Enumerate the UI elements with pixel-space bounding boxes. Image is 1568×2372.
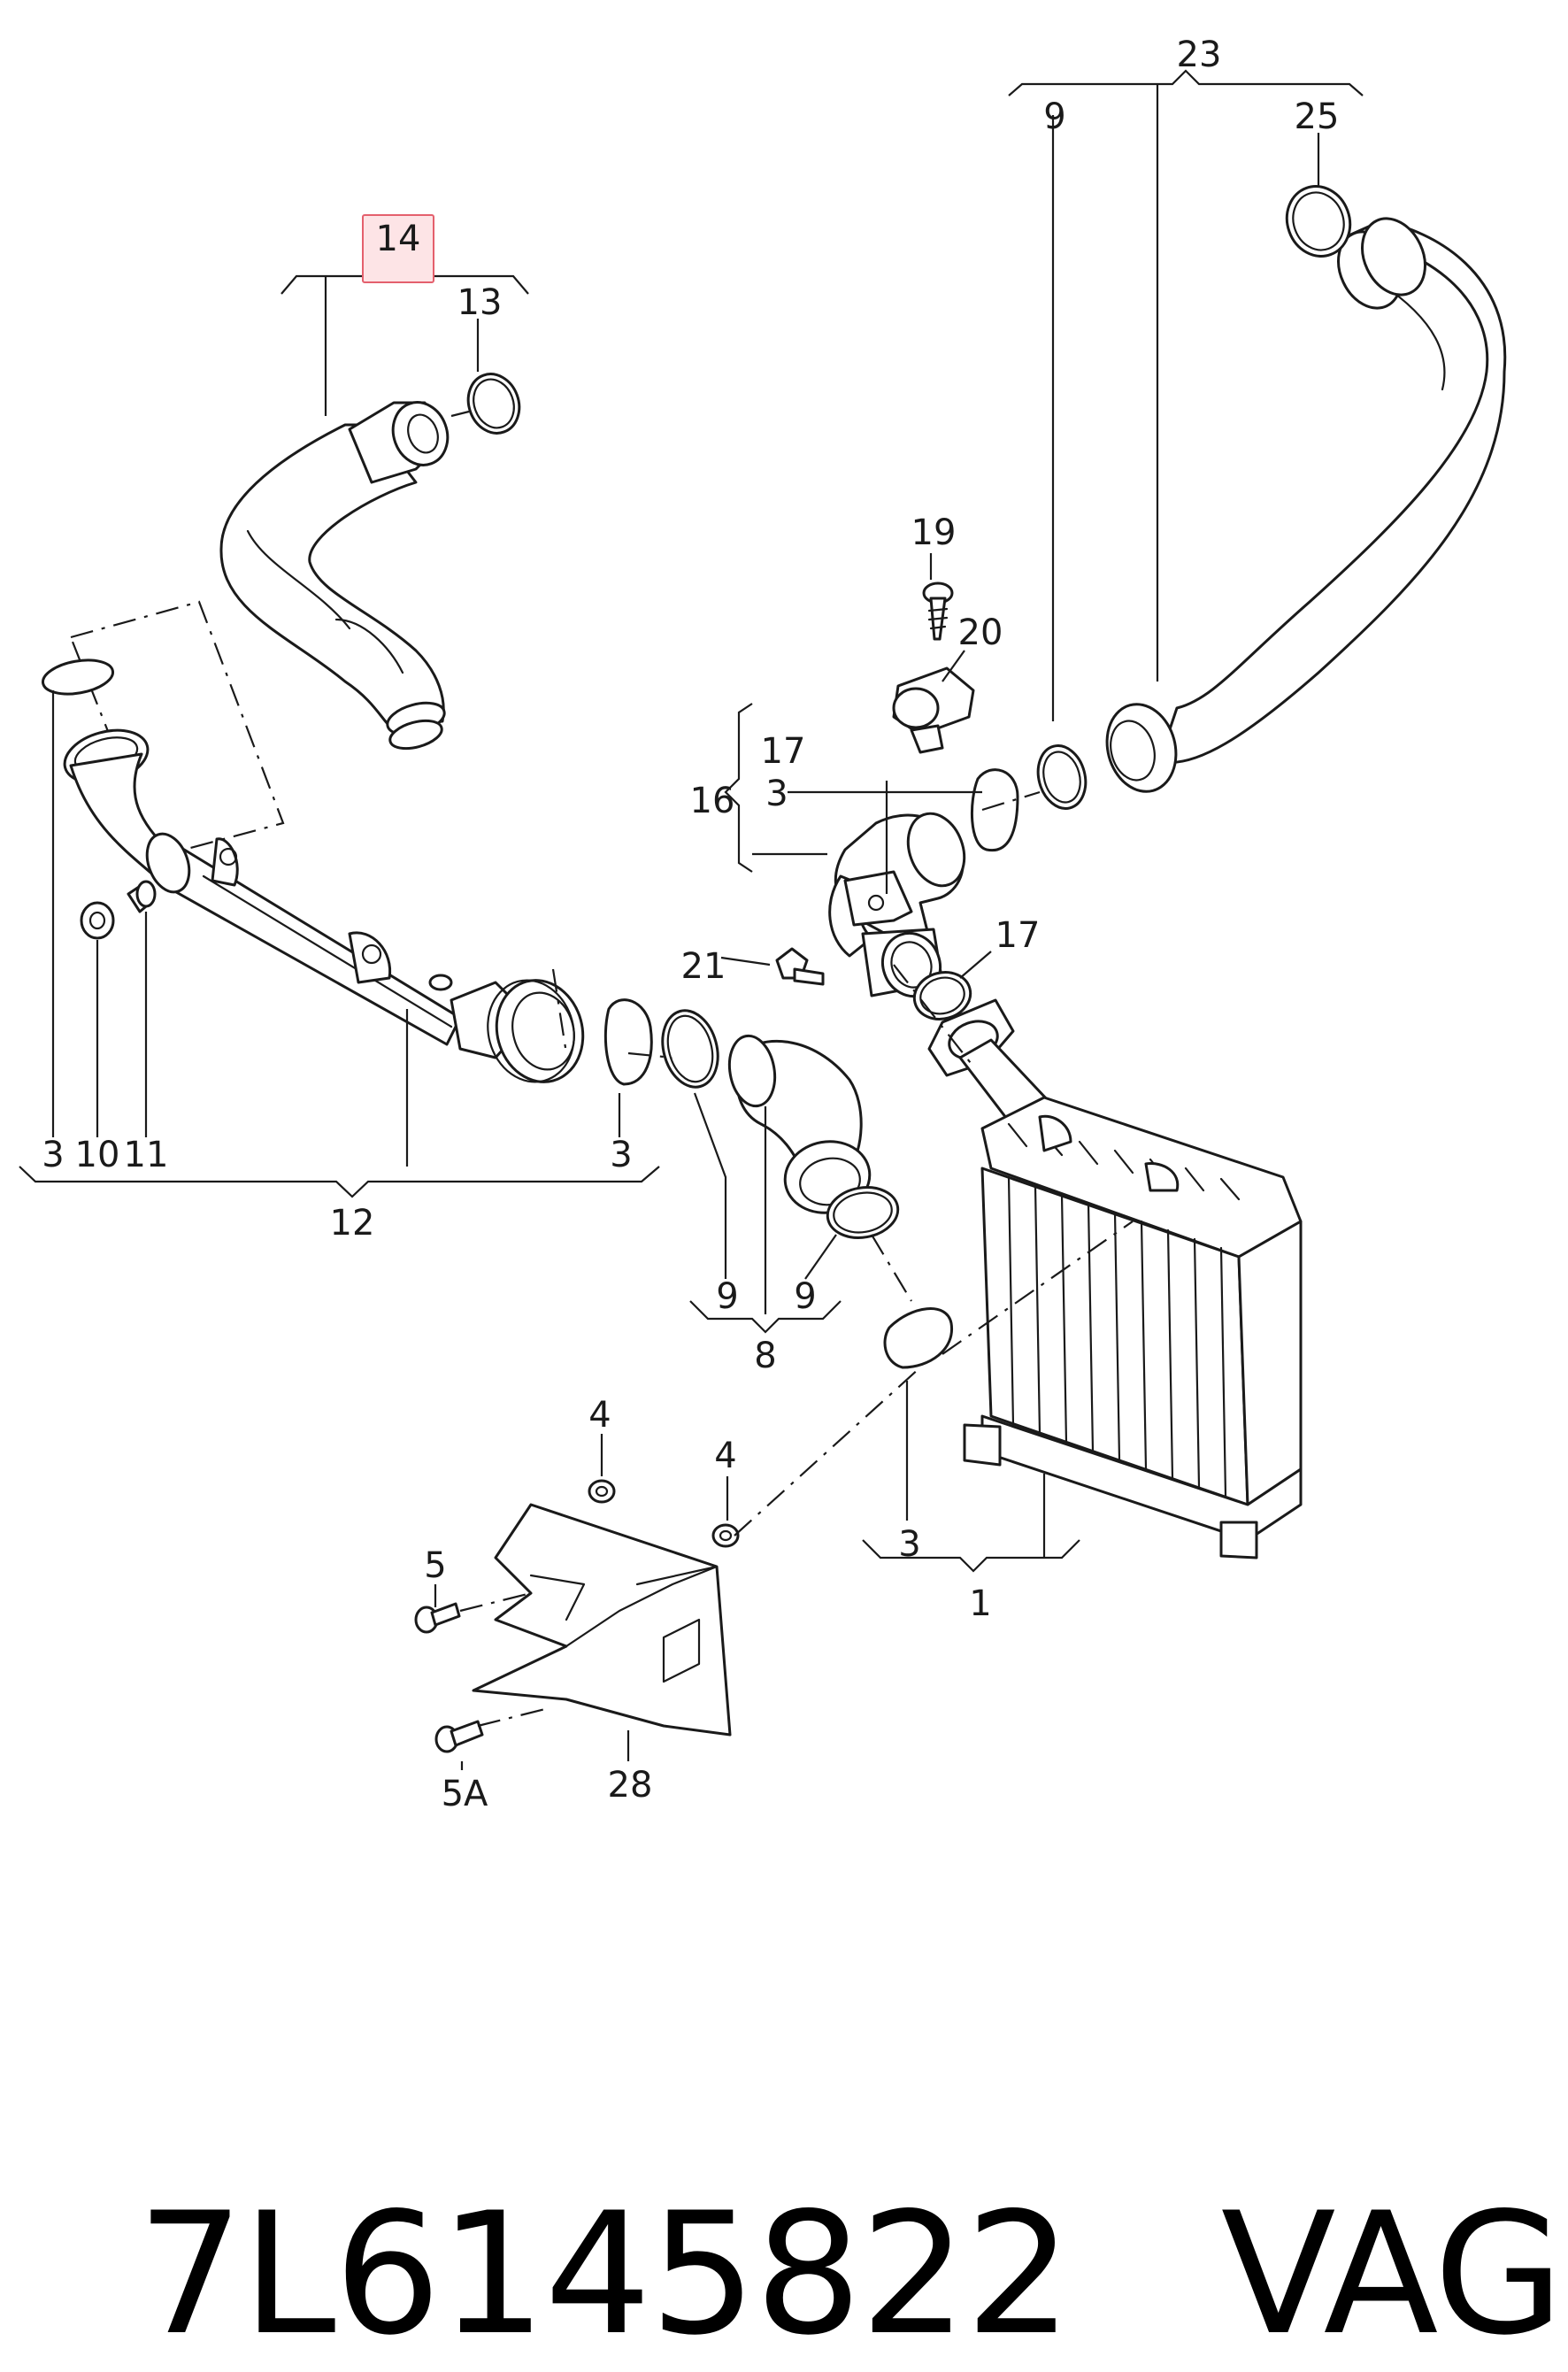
centerline-outlet: [893, 964, 974, 1067]
bracket-28: [472, 1503, 732, 1737]
label-8: 8: [754, 1336, 776, 1376]
plug-11: [127, 880, 157, 913]
label-25: 25: [1295, 96, 1340, 137]
label-9-a: 9: [716, 1276, 738, 1317]
label-5A: 5A: [442, 1774, 488, 1814]
callout-labels: 23 9 25 14 13 19 20 17 16 3 21 17 3 10 1…: [42, 35, 1339, 1814]
label-13: 13: [457, 282, 503, 323]
label-23: 23: [1177, 35, 1222, 75]
gasket-3-upper: [970, 768, 1019, 852]
gasket-3-low: [883, 1307, 953, 1369]
hose-23: [1105, 217, 1507, 793]
o-ring-17: [912, 971, 972, 1020]
brand-name: VAG: [1220, 2176, 1564, 2372]
gasket-3-left: [41, 658, 115, 696]
label-9-b: 9: [794, 1276, 816, 1317]
part-number: 7L6145822: [136, 2176, 1072, 2372]
sensor-20: [892, 666, 975, 754]
centerline-5A: [477, 1706, 550, 1728]
label-17-top: 17: [761, 731, 806, 772]
label-3-left: 3: [42, 1135, 64, 1175]
gasket-3-mid: [603, 998, 653, 1086]
label-12: 12: [330, 1203, 375, 1244]
o-ring-25: [1285, 185, 1352, 258]
label-3-low: 3: [898, 1524, 920, 1565]
cap-10: [80, 901, 115, 940]
label-5: 5: [424, 1545, 446, 1586]
connector-16: [828, 812, 966, 998]
o-ring-9-upper: [1036, 744, 1088, 810]
label-4-b: 4: [714, 1436, 736, 1476]
label-3-upper: 3: [765, 774, 788, 814]
nut-4-a: [588, 1479, 616, 1504]
label-14: 14: [376, 219, 421, 259]
leader-lines: [19, 69, 1364, 1770]
label-1: 1: [969, 1583, 991, 1624]
label-10: 10: [75, 1135, 120, 1175]
label-17-mid: 17: [995, 915, 1041, 956]
screw-19: [922, 581, 954, 641]
centerline-9-upper: [981, 790, 1041, 812]
highlight-box-14: [362, 214, 434, 283]
bolt-5A: [434, 1720, 484, 1753]
intercooler-1: [963, 1096, 1303, 1560]
o-ring-9-lower: [826, 1186, 900, 1239]
centerline-5: [459, 1591, 532, 1613]
label-21: 21: [681, 946, 726, 987]
o-ring-9-mid: [661, 1009, 719, 1089]
label-19: 19: [911, 512, 957, 553]
o-ring-13: [466, 373, 521, 435]
bolt-5: [414, 1602, 461, 1634]
centerline-cooler: [942, 1221, 1134, 1355]
label-16: 16: [690, 781, 735, 821]
label-11: 11: [124, 1135, 169, 1175]
centerline-13: [450, 410, 470, 418]
centerline-bracket: [734, 1367, 921, 1536]
pipe-12: [63, 728, 585, 1083]
parts-diagram: 23 9 25 14 13 19 20 17 16 3 21 17 3 10 1…: [19, 35, 1507, 1814]
label-28: 28: [608, 1765, 653, 1806]
nut-4-b: [711, 1523, 740, 1548]
hose-14: [219, 401, 450, 751]
label-9-top: 9: [1043, 96, 1065, 137]
label-20: 20: [958, 612, 1003, 653]
label-4-a: 4: [588, 1395, 611, 1436]
bolt-21: [775, 947, 825, 986]
centerline-12: [551, 968, 568, 1054]
label-3-mid: 3: [610, 1135, 632, 1175]
centerline-9: [627, 1051, 673, 1059]
centerline-3-low: [871, 1234, 912, 1302]
